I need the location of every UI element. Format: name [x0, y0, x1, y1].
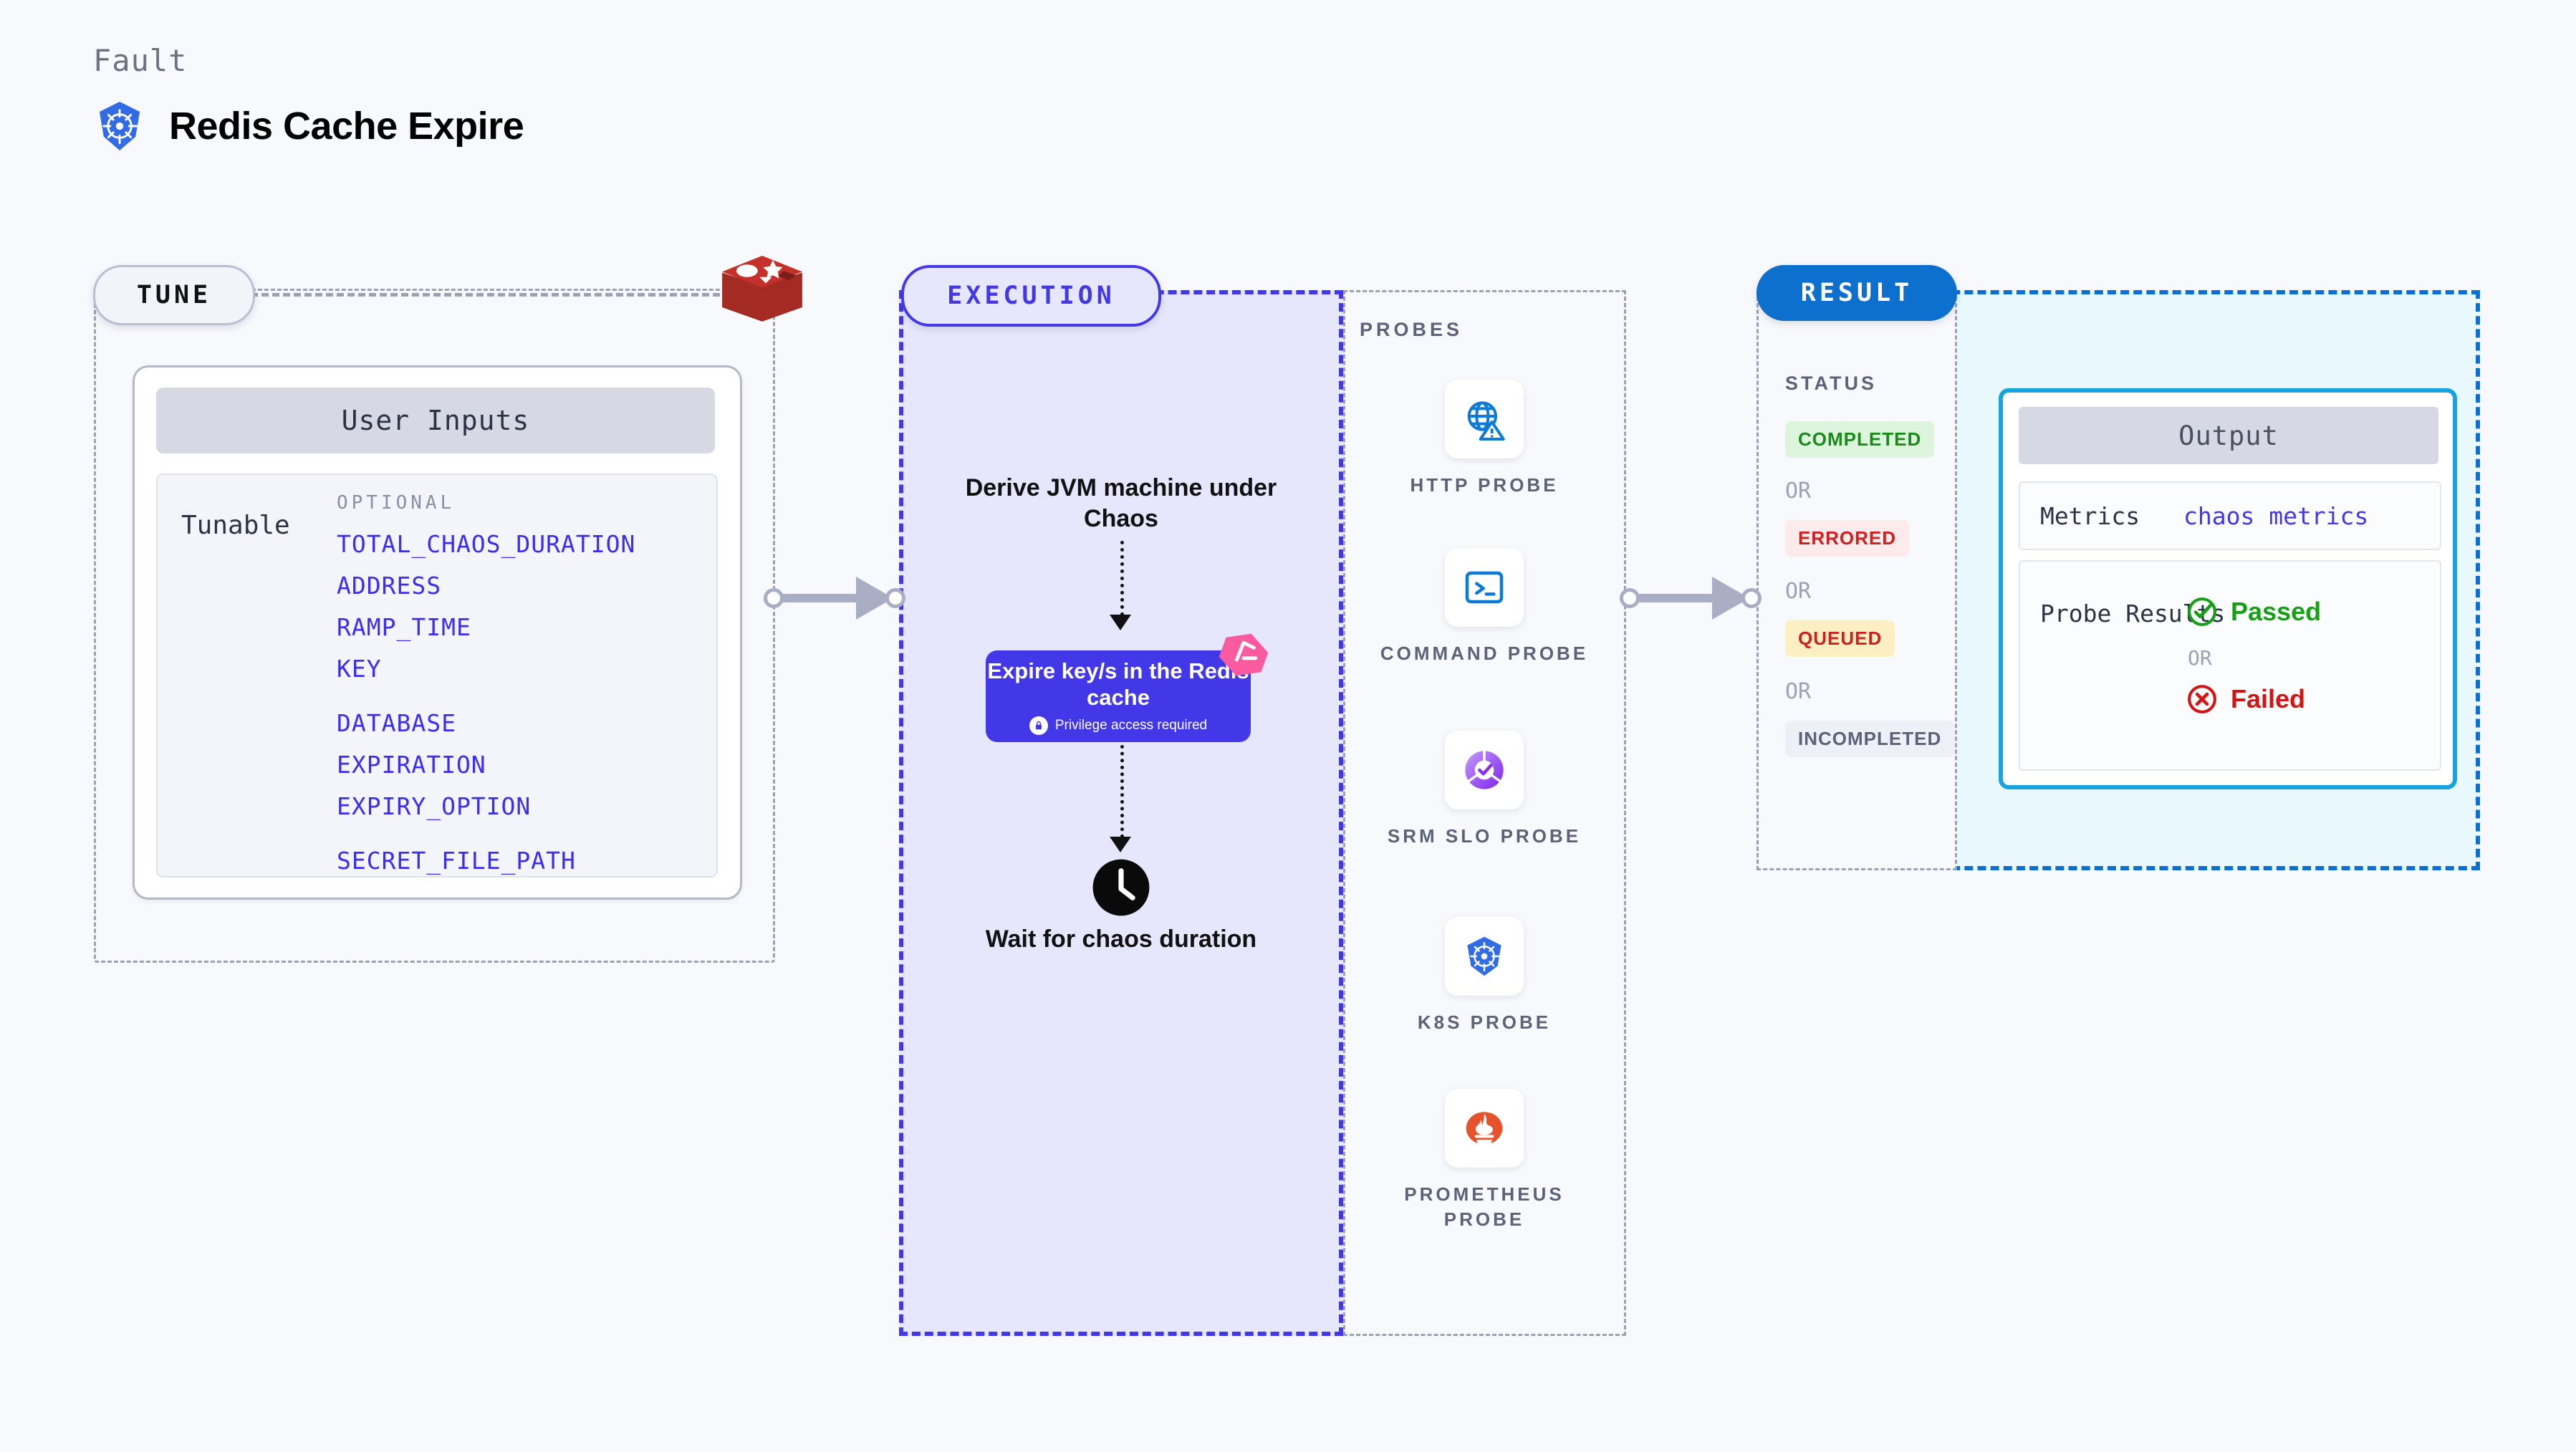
flow-arrow-head	[1110, 837, 1131, 852]
prometheus-icon	[1445, 1089, 1524, 1168]
globe-warning-icon	[1445, 380, 1524, 458]
param-item[interactable]: SECRET_FILE_PATH	[337, 847, 576, 875]
probe-label: COMMAND PROBE	[1380, 643, 1589, 664]
tune-connector-line	[251, 293, 720, 297]
execution-action-card[interactable]: Expire key/s in the Redis cache Privileg…	[986, 650, 1251, 742]
stage-badge-tune[interactable]: TUNE	[93, 265, 255, 325]
probes-section-label: PROBES	[1360, 319, 1464, 340]
probe-result-failed-label: Failed	[2231, 684, 2306, 713]
status-badge-errored: ERRORED	[1785, 520, 1910, 557]
probe-label: PROMETHEUS PROBE	[1404, 1183, 1565, 1231]
probe-label: SRM SLO PROBE	[1387, 825, 1582, 847]
status-badge-queued: QUEUED	[1785, 620, 1895, 657]
probe-item-srm-slo[interactable]: SRM SLO PROBE	[1377, 731, 1592, 849]
redis-logo-icon	[722, 255, 802, 322]
tune-panel	[94, 289, 775, 963]
eyebrow-label: Fault	[93, 43, 188, 78]
param-item[interactable]: RAMP_TIME	[337, 613, 471, 641]
action-card-note-text: Privilege access required	[1054, 718, 1208, 734]
param-item[interactable]: ADDRESS	[337, 572, 442, 600]
title-row: Redis Cache Expire	[93, 100, 524, 153]
page-title: Redis Cache Expire	[169, 105, 524, 148]
output-probe-results-row: Probe Results Passed OR Failed	[2019, 560, 2441, 771]
user-inputs-title: User Inputs	[156, 388, 715, 453]
status-section-label: STATUS	[1785, 372, 1877, 394]
probe-result-failed: Failed	[2186, 683, 2305, 715]
probe-item-prometheus[interactable]: PROMETHEUS PROBE	[1377, 1089, 1592, 1232]
param-item[interactable]: TOTAL_CHAOS_DURATION	[337, 530, 636, 558]
x-circle-icon	[2188, 685, 2216, 713]
connector-arrow-execution-to-result	[1615, 577, 1766, 620]
output-card: Output Metrics chaos metrics Probe Resul…	[1999, 388, 2457, 789]
flow-connector-dotted	[1120, 745, 1124, 838]
probe-result-passed: Passed	[2186, 596, 2321, 628]
or-separator: OR	[1785, 479, 1812, 504]
tunable-box: Tunable OPTIONAL TOTAL_CHAOS_DURATION AD…	[156, 473, 718, 878]
probe-result-passed-label: Passed	[2231, 597, 2322, 626]
arrow-endpoint-dot	[1620, 588, 1640, 608]
execution-step-label: Wait for chaos duration	[985, 925, 1257, 953]
param-item[interactable]: DATABASE	[337, 709, 456, 737]
probe-item-k8s[interactable]: K8S PROBE	[1377, 917, 1592, 1035]
metrics-key-label: Metrics	[2040, 501, 2140, 530]
probe-item-command[interactable]: COMMAND PROBE	[1377, 548, 1592, 666]
probe-item-http[interactable]: HTTP PROBE	[1377, 380, 1592, 498]
param-item[interactable]: KEY	[337, 655, 382, 683]
action-card-title: Expire key/s in the Redis cache	[987, 658, 1249, 710]
arrow-endpoint-dot	[1741, 588, 1762, 608]
action-card-note: Privilege access required	[1029, 716, 1208, 736]
param-item[interactable]: EXPIRY_OPTION	[337, 792, 532, 820]
user-inputs-card: User Inputs Tunable OPTIONAL TOTAL_CHAOS…	[133, 365, 742, 900]
page-header: Fault Redis Cache Expire	[93, 43, 524, 153]
flow-arrow-head	[1110, 615, 1131, 630]
result-status-column	[1756, 290, 1957, 870]
connector-arrow-tune-to-execution	[759, 577, 910, 620]
output-metrics-row: Metrics chaos metrics	[2019, 481, 2441, 550]
flow-connector-dotted	[1120, 541, 1124, 616]
litmus-chaos-icon	[1219, 633, 1269, 676]
or-separator: OR	[2188, 646, 2212, 670]
execution-step-label: Derive JVM machine under Chaos	[965, 474, 1277, 532]
or-separator: OR	[1785, 679, 1812, 704]
arrow-line	[769, 594, 862, 602]
kubernetes-icon	[1445, 917, 1524, 996]
probe-label: K8S PROBE	[1417, 1011, 1552, 1033]
status-badge-completed: COMPLETED	[1785, 421, 1935, 458]
param-item[interactable]: EXPIRATION	[337, 751, 486, 779]
stage-badge-result[interactable]: RESULT	[1756, 265, 1957, 321]
check-circle-icon	[2188, 597, 2216, 626]
kubernetes-icon	[99, 101, 140, 151]
optional-label: OPTIONAL	[337, 492, 456, 514]
arrow-endpoint-dot	[885, 588, 905, 608]
tunable-label: Tunable	[181, 511, 290, 540]
tunable-param-list: TOTAL_CHAOS_DURATION ADDRESS RAMP_TIME K…	[337, 532, 635, 890]
clock-icon	[1092, 859, 1150, 916]
lock-icon	[1029, 716, 1048, 736]
terminal-icon	[1445, 548, 1524, 627]
probe-label: HTTP PROBE	[1410, 474, 1559, 496]
arrow-endpoint-dot	[764, 588, 784, 608]
slo-check-donut-icon	[1445, 731, 1524, 809]
stage-badge-execution[interactable]: EXECUTION	[901, 265, 1161, 327]
arrow-line	[1625, 594, 1719, 602]
status-badge-incompleted: INCOMPLETED	[1785, 721, 1955, 757]
or-separator: OR	[1785, 579, 1812, 604]
output-card-title: Output	[2019, 407, 2438, 464]
metrics-value-link[interactable]: chaos metrics	[2183, 501, 2369, 530]
